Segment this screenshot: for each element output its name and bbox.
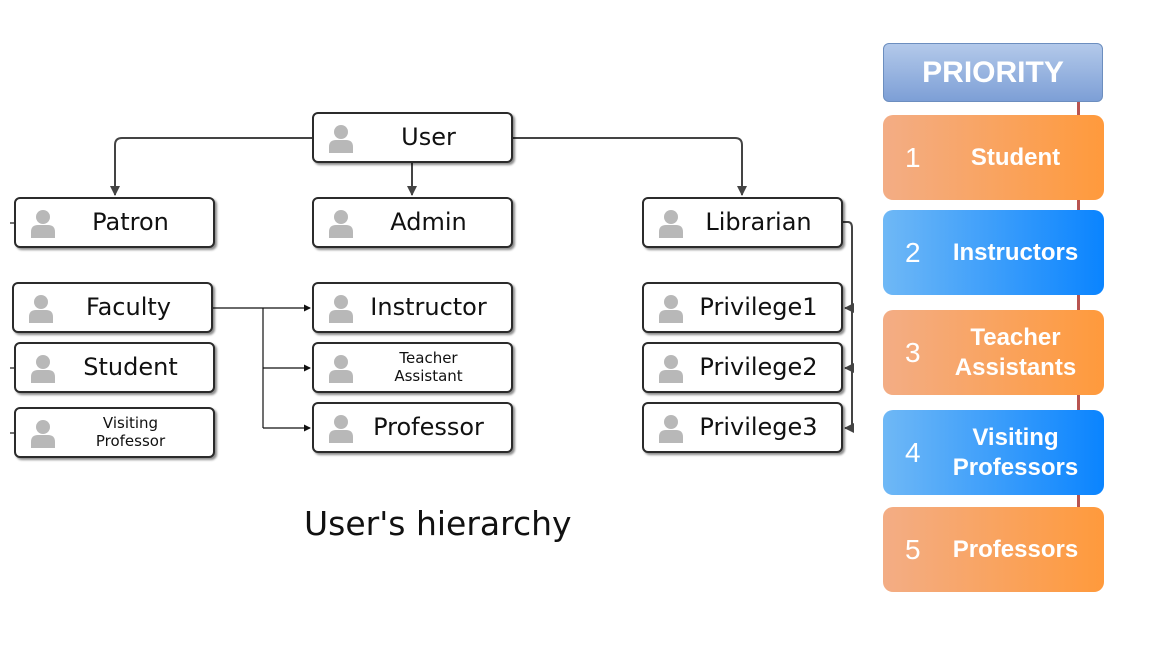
connector-user-patron [110, 137, 312, 196]
node-patron[interactable]: Patron [14, 197, 215, 248]
node-privilege3[interactable]: Privilege3 [642, 402, 843, 453]
priority-label: Student [970, 143, 1061, 171]
person-icon [659, 354, 683, 383]
librarian-connectors [842, 221, 854, 433]
person-icon [31, 209, 55, 238]
priority-label: Instructors [952, 238, 1079, 266]
person-icon [659, 414, 683, 443]
priority-item-1[interactable]: 1 Student [883, 115, 1104, 200]
node-privilege3-label: Privilege3 [699, 412, 818, 441]
priority-spine [1077, 102, 1080, 512]
priority-item-4[interactable]: 4 Visiting Professors [883, 410, 1104, 495]
person-icon [329, 124, 353, 153]
priority-item-2[interactable]: 2 Instructors [883, 210, 1104, 295]
person-icon [329, 209, 353, 238]
priority-number: 4 [905, 436, 921, 468]
node-librarian[interactable]: Librarian [642, 197, 843, 248]
priority-number: 1 [905, 141, 921, 173]
node-instructor-label: Instructor [370, 292, 487, 321]
priority-number: 2 [905, 236, 921, 268]
person-icon [659, 209, 683, 238]
diagram-caption: User's hierarchy [304, 504, 572, 543]
node-instructor[interactable]: Instructor [312, 282, 513, 333]
person-icon [31, 419, 55, 448]
priority-item-5[interactable]: 5 Professors [883, 507, 1104, 592]
node-admin-label: Admin [390, 207, 467, 236]
priority-item-3[interactable]: 3 Teacher Assistants [883, 310, 1104, 395]
person-icon [31, 354, 55, 383]
node-faculty[interactable]: Faculty [12, 282, 213, 333]
node-student-label: Student [83, 352, 178, 381]
node-privilege1-label: Privilege1 [699, 292, 818, 321]
node-visiting-professor[interactable]: Visiting Professor [14, 407, 215, 458]
priority-label: Visiting Professors [952, 423, 1079, 481]
node-user-label: User [401, 122, 456, 151]
user-to-children-connectors [110, 137, 747, 196]
node-professor-label: Professor [373, 412, 484, 441]
node-librarian-label: Librarian [705, 207, 812, 236]
priority-label: Teacher Assistants [954, 323, 1077, 381]
faculty-connectors [213, 304, 311, 432]
connector-librarian-spine [842, 221, 853, 428]
node-student[interactable]: Student [14, 342, 215, 393]
node-privilege1[interactable]: Privilege1 [642, 282, 843, 333]
node-admin[interactable]: Admin [312, 197, 513, 248]
priority-label: Professors [952, 535, 1079, 563]
node-teacher-assistant[interactable]: Teacher Assistant [312, 342, 513, 393]
person-icon [29, 294, 53, 323]
patron-stub-ticks [10, 222, 14, 434]
priority-number: 3 [905, 336, 921, 368]
person-icon [329, 414, 353, 443]
node-faculty-label: Faculty [86, 292, 171, 321]
person-icon [659, 294, 683, 323]
priority-header: PRIORITY [883, 43, 1103, 102]
priority-number: 5 [905, 533, 921, 565]
node-privilege2[interactable]: Privilege2 [642, 342, 843, 393]
node-user[interactable]: User [312, 112, 513, 163]
node-professor[interactable]: Professor [312, 402, 513, 453]
connector-user-librarian [513, 137, 747, 196]
node-teacher-assistant-label: Teacher Assistant [394, 349, 463, 385]
node-privilege2-label: Privilege2 [699, 352, 818, 381]
node-visiting-professor-label: Visiting Professor [95, 414, 166, 450]
person-icon [329, 354, 353, 383]
person-icon [329, 294, 353, 323]
node-patron-label: Patron [92, 207, 169, 236]
